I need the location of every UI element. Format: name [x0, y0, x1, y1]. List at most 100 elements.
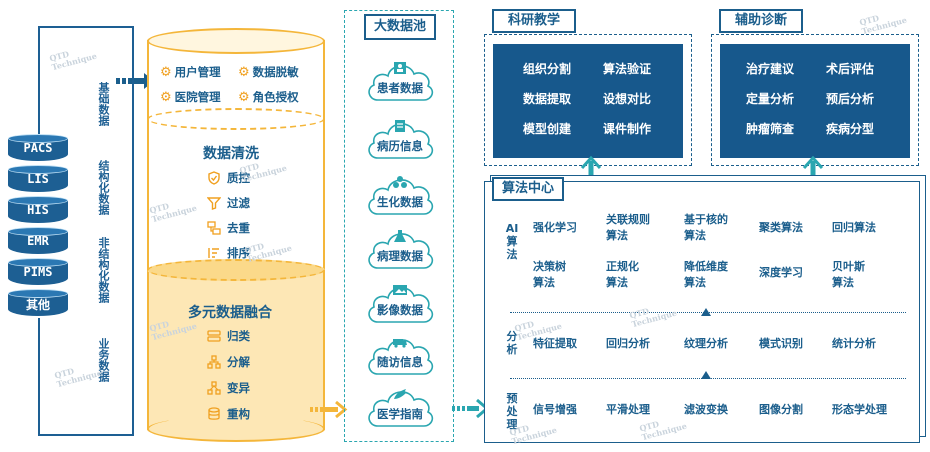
triangle-up-icon: [701, 371, 711, 379]
system-lis: LIS: [8, 165, 68, 192]
system-label: 其他: [25, 298, 50, 312]
cleaning-title: 数据清洗: [203, 146, 259, 162]
algo-item: 决策树算法: [533, 260, 566, 289]
fusion-item-variation: 变异: [207, 380, 250, 396]
fusion-item-classify: 归类: [207, 328, 250, 344]
research-item: 课件制作: [603, 122, 652, 136]
cylinder-top: [147, 28, 325, 54]
data-pool-title: 大数据池: [364, 14, 436, 40]
pool-item-medical-guide: 医学指南: [364, 384, 436, 428]
feature-role-authorization: ⚙ 角色授权: [238, 89, 299, 105]
algo-item: 强化学习: [533, 221, 577, 234]
side-label-structured-data: 结构化数据: [97, 160, 110, 215]
system-label: EMR: [27, 234, 49, 248]
research-item: 算法验证: [603, 62, 652, 76]
fusion-label: 分解: [227, 355, 250, 369]
image-icon: [392, 283, 408, 297]
arrow-up-to-research: [580, 156, 602, 183]
system-label: PACS: [23, 141, 53, 155]
pool-item-label: 生化数据: [377, 195, 423, 209]
system-label: HIS: [27, 203, 49, 217]
pool-item-pathology-data: 病理数据: [364, 226, 436, 270]
fusion-item-decompose: 分解: [207, 354, 250, 370]
diagnosis-item: 预后分析: [826, 92, 875, 106]
gear-icon: ⚙: [238, 64, 250, 80]
system-pacs: PACS: [8, 134, 68, 161]
watermark: QTD Technique: [858, 12, 908, 37]
decompose-icon: [207, 355, 221, 369]
pool-item-label: 病历信息: [377, 139, 423, 153]
feature-user-management: ⚙ 用户管理: [160, 64, 221, 80]
guide-icon: [392, 387, 408, 401]
pool-item-medical-record: 病历信息: [364, 116, 436, 160]
system-emr: EMR: [8, 227, 68, 254]
cleaning-label: 过滤: [227, 196, 250, 210]
algo-item: 信号增强: [533, 403, 577, 416]
fusion-title: 多元数据融合: [188, 305, 272, 321]
research-item: 组织分割: [523, 62, 572, 76]
pool-item-imaging-data: 影像数据: [364, 280, 436, 324]
cleaning-label: 排序: [227, 246, 250, 260]
sort-icon: [207, 246, 221, 260]
bracket-vertical-line-lower: [38, 318, 40, 436]
database-icon: [207, 407, 221, 421]
diagnosis-panel-title: 辅助诊断: [719, 9, 803, 33]
cleaning-label: 质控: [227, 171, 250, 185]
cleaning-item-qc: 质控: [207, 170, 250, 186]
algo-item: 贝叶斯算法: [832, 260, 865, 289]
algo-item: 特征提取: [533, 337, 577, 350]
filter-icon: [206, 196, 222, 210]
system-label: LIS: [27, 172, 49, 186]
algo-center-title: 算法中心: [492, 177, 564, 201]
side-label-unstructured-data: 非结构化数据: [97, 237, 110, 303]
diagnosis-item: 治疗建议: [746, 62, 795, 76]
record-icon: [392, 119, 408, 133]
research-item: 设想对比: [603, 92, 652, 106]
algo-item: 降低维度算法: [684, 260, 728, 289]
ambulance-icon: [392, 335, 408, 349]
bracket-vertical-line: [38, 26, 40, 134]
research-item: 模型创建: [523, 122, 572, 136]
algo-section-preprocess-label: 预处理: [506, 392, 518, 431]
arrow-to-data-pool: [310, 400, 348, 419]
pool-item-biochem-data: 生化数据: [364, 172, 436, 216]
diagnosis-panel: [720, 44, 910, 158]
research-panel-title: 科研教学: [492, 9, 576, 33]
cylinder-lower-fill: [149, 270, 323, 430]
pool-item-label: 随访信息: [377, 355, 423, 369]
classify-icon: [207, 329, 221, 343]
algo-item: 统计分析: [832, 337, 876, 350]
dedupe-icon: [207, 221, 221, 235]
cleaning-item-dedupe: 去重: [207, 220, 250, 236]
side-label-business-data: 业务数据: [97, 338, 110, 382]
watermark: QTD Technique: [53, 365, 103, 390]
arrow-up-to-diagnosis: [802, 156, 824, 183]
triangle-up-icon: [701, 308, 711, 316]
pool-item-label: 患者数据: [377, 81, 423, 95]
system-other: 其他: [8, 289, 68, 316]
pool-item-label: 医学指南: [377, 407, 423, 421]
diagnosis-item: 术后评估: [826, 62, 875, 76]
diagnosis-item: 疾病分型: [826, 122, 875, 136]
gear-icon: ⚙: [160, 89, 172, 105]
algo-item: 回归分析: [606, 337, 650, 350]
algo-item: 平滑处理: [606, 403, 650, 416]
research-panel-frame: [484, 34, 692, 166]
fusion-item-reconstruct: 重构: [207, 406, 250, 422]
feature-label: 医院管理: [174, 90, 221, 104]
feature-label: 用户管理: [174, 65, 221, 79]
research-item: 数据提取: [523, 92, 572, 106]
pool-item-followup-info: 随访信息: [364, 332, 436, 376]
system-label: PIMS: [23, 265, 53, 279]
algo-item: 回归算法: [832, 221, 876, 234]
feature-label: 角色授权: [252, 90, 299, 104]
cleaning-item-sort: 排序: [207, 245, 250, 261]
algo-section-ai-label: AI算法: [505, 222, 519, 261]
cylinder-bottom: [147, 416, 325, 442]
algo-item: 关联规则算法: [606, 213, 650, 242]
gear-icon: ⚙: [160, 64, 172, 80]
algo-item: 图像分割: [759, 403, 803, 416]
cylinder-fusion-surface: [147, 259, 325, 281]
algo-item: 形态学处理: [832, 403, 887, 416]
bracket-right-line: [132, 26, 134, 436]
